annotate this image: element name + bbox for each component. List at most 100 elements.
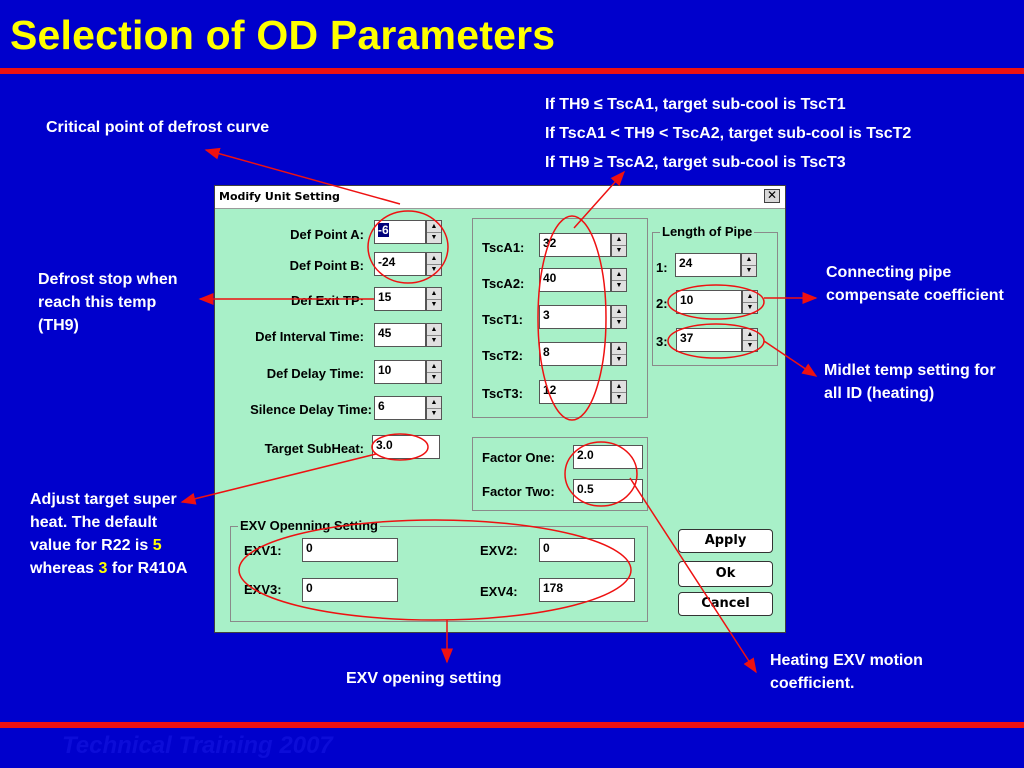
pipe-3-input[interactable]: 37	[676, 328, 742, 352]
factor-ellipse	[564, 441, 638, 507]
ok-button[interactable]: Ok	[678, 561, 773, 587]
annotation-critical-point: Critical point of defrost curve	[46, 119, 270, 136]
arrow-critical-point	[204, 147, 401, 205]
exv2-label: EXV2:	[480, 543, 518, 558]
spin-down-icon[interactable]: ▼	[430, 410, 438, 417]
silence-delay-time-input[interactable]: 6	[374, 396, 426, 420]
pipe-1-spinner[interactable]: ▲▼	[741, 253, 757, 277]
superheat-r410a-value: 3	[98, 560, 108, 577]
spin-down-icon[interactable]: ▼	[746, 342, 754, 349]
spin-down-icon[interactable]: ▼	[430, 234, 438, 241]
def-delay-time-spinner[interactable]: ▲▼	[426, 360, 442, 384]
spin-up-icon[interactable]: ▲	[612, 306, 626, 318]
def-interval-time-label: Def Interval Time:	[255, 329, 364, 344]
def-exit-tp-input[interactable]: 15	[374, 287, 426, 311]
tsct1-label: TscT1:	[482, 312, 523, 327]
tsct3-label: TscT3:	[482, 386, 523, 401]
exv3-input[interactable]: 0	[302, 578, 398, 602]
spin-up-icon[interactable]: ▲	[612, 234, 626, 246]
spin-up-icon[interactable]: ▲	[612, 343, 626, 355]
annotation-defrost-stop: Defrost stop when reach this temp (TH9)	[38, 271, 178, 334]
spin-down-icon[interactable]: ▼	[430, 266, 438, 273]
tsca2-spinner[interactable]: ▲▼	[611, 268, 627, 292]
pipe-2-ellipse	[667, 284, 765, 320]
pipe-2-input[interactable]: 10	[676, 290, 742, 314]
silence-delay-time-spinner[interactable]: ▲▼	[426, 396, 442, 420]
superheat-r22-value: 5	[152, 537, 162, 554]
tsct2-label: TscT2:	[482, 348, 523, 363]
exv-group-title: EXV Openning Setting	[238, 518, 380, 533]
spin-up-icon[interactable]: ▲	[427, 324, 441, 336]
spin-down-icon[interactable]: ▼	[430, 374, 438, 381]
tsct1-input[interactable]: 3	[539, 305, 611, 329]
def-delay-time-input[interactable]: 10	[374, 360, 426, 384]
superheat-text-post: for R410A	[111, 560, 188, 577]
annotation-exv-opening: EXV opening setting	[346, 670, 502, 687]
def-exit-tp-label: Def Exit TP:	[291, 293, 364, 308]
def-point-a-input[interactable]: -6	[374, 220, 426, 244]
pipe-2-label: 2:	[656, 296, 668, 311]
superheat-text-mid: whereas	[30, 560, 95, 577]
spin-down-icon[interactable]: ▼	[615, 319, 623, 326]
spin-down-icon[interactable]: ▼	[615, 282, 623, 289]
condition-1: If TH9 ≤ TscA1, target sub-cool is TscT1	[545, 96, 846, 113]
spin-up-icon[interactable]: ▲	[427, 397, 441, 409]
arrow-adjust-superheat	[180, 453, 377, 505]
def-interval-time-input[interactable]: 45	[374, 323, 426, 347]
close-icon: ✕	[766, 188, 778, 202]
pipe-1-label: 1:	[656, 260, 668, 275]
target-subheat-ellipse	[371, 433, 429, 461]
exv2-input[interactable]: 0	[539, 538, 635, 562]
spin-down-icon[interactable]: ▼	[615, 356, 623, 363]
exv-group	[230, 526, 648, 622]
spin-down-icon[interactable]: ▼	[615, 247, 623, 254]
exv4-label: EXV4:	[480, 584, 518, 599]
apply-button[interactable]: Apply	[678, 529, 773, 553]
exv1-input[interactable]: 0	[302, 538, 398, 562]
def-point-ellipse	[367, 210, 449, 284]
arrow-conditions	[573, 170, 625, 229]
pipe-1-input[interactable]: 24	[675, 253, 741, 277]
tsct3-spinner[interactable]: ▲▼	[611, 380, 627, 404]
tsc-group	[472, 218, 648, 418]
spin-down-icon[interactable]: ▼	[615, 394, 623, 401]
exv1-label: EXV1:	[244, 543, 282, 558]
def-interval-time-spinner[interactable]: ▲▼	[426, 323, 442, 347]
tsc-ellipse	[537, 215, 607, 421]
annotation-adjust-superheat: Adjust target super heat. The default va…	[30, 488, 190, 580]
def-exit-tp-spinner[interactable]: ▲▼	[426, 287, 442, 311]
pipe-3-label: 3:	[656, 334, 668, 349]
superheat-text-pre: Adjust target super heat. The default va…	[30, 491, 177, 554]
spin-up-icon[interactable]: ▲	[427, 253, 441, 265]
tsca1-label: TscA1:	[482, 240, 525, 255]
close-button[interactable]: ✕	[764, 189, 780, 203]
def-point-a-label: Def Point A:	[290, 227, 364, 242]
spin-up-icon[interactable]: ▲	[742, 254, 756, 266]
condition-2: If TscA1 < TH9 < TscA2, target sub-cool …	[545, 125, 912, 142]
spin-up-icon[interactable]: ▲	[427, 361, 441, 373]
spin-down-icon[interactable]: ▼	[746, 304, 754, 311]
tsct1-spinner[interactable]: ▲▼	[611, 305, 627, 329]
spin-up-icon[interactable]: ▲	[743, 329, 757, 341]
spin-down-icon[interactable]: ▼	[430, 301, 438, 308]
pipe-3-ellipse	[667, 323, 765, 359]
spin-up-icon[interactable]: ▲	[612, 269, 626, 281]
tsca2-label: TscA2:	[482, 276, 525, 291]
exv-ellipse	[238, 519, 632, 621]
def-point-b-input[interactable]: -24	[374, 252, 426, 276]
tsct2-spinner[interactable]: ▲▼	[611, 342, 627, 366]
tsca2-input[interactable]: 40	[539, 268, 611, 292]
spin-down-icon[interactable]: ▼	[745, 267, 753, 274]
factor-one-label: Factor One:	[482, 450, 555, 465]
spin-up-icon[interactable]: ▲	[427, 221, 441, 233]
def-point-a-value: -6	[378, 223, 389, 237]
spin-up-icon[interactable]: ▲	[743, 291, 757, 303]
spin-up-icon[interactable]: ▲	[612, 381, 626, 393]
tsca1-spinner[interactable]: ▲▼	[611, 233, 627, 257]
dialog-title: Modify Unit Setting	[219, 190, 340, 203]
arrow-heating-exv	[629, 477, 757, 674]
silence-delay-time-label: Silence Delay Time:	[250, 402, 372, 417]
spin-up-icon[interactable]: ▲	[427, 288, 441, 300]
spin-down-icon[interactable]: ▼	[430, 337, 438, 344]
factor-two-label: Factor Two:	[482, 484, 555, 499]
